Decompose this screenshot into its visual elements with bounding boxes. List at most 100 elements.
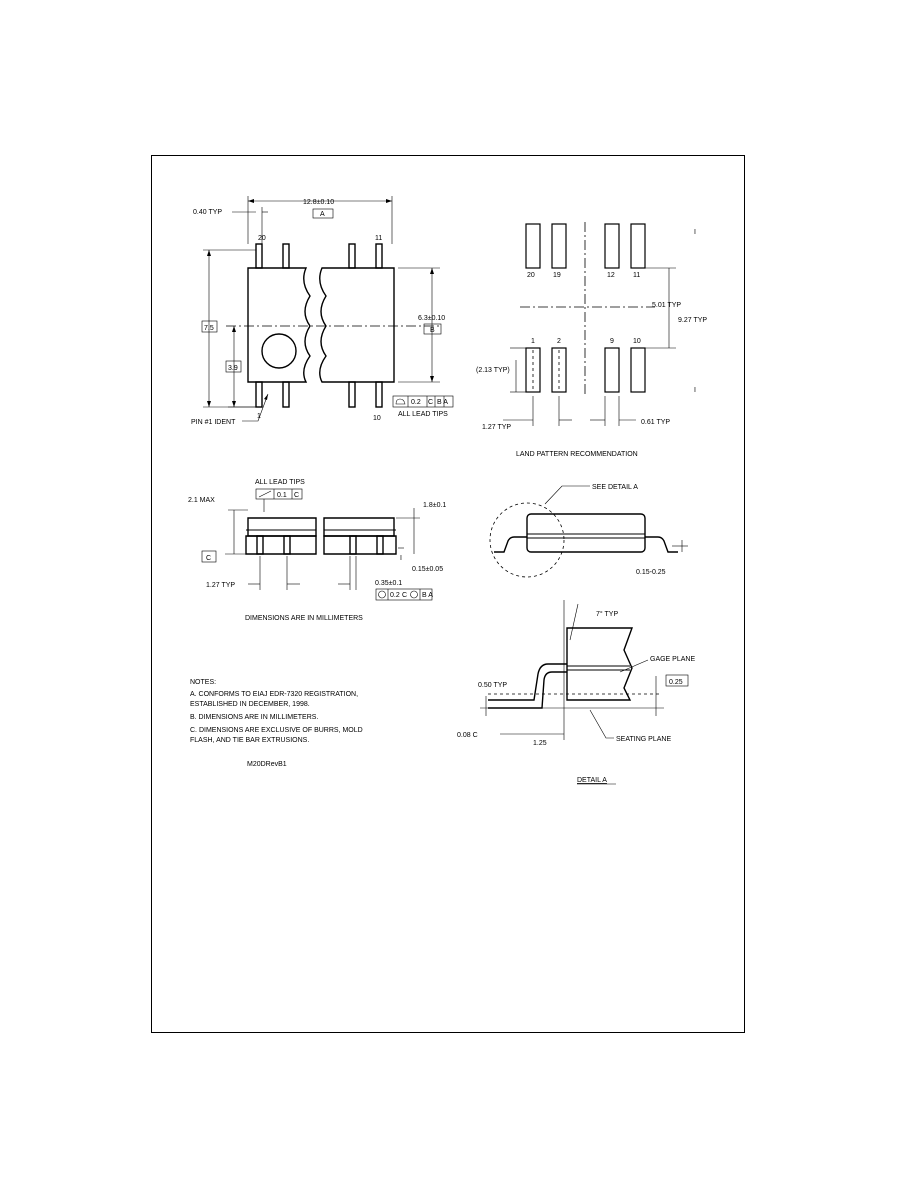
detail-body	[566, 627, 633, 701]
end-lead-left	[494, 536, 527, 553]
height-3-9: 3.9	[228, 365, 238, 372]
lead-thickness: 0.15-0.25	[636, 569, 666, 576]
pitch: 1.27 TYP	[206, 582, 235, 589]
side-lead	[256, 535, 264, 555]
side-view: C ALL LEAD TIPS 0.1 C 2.1 MAX 1.8±0.1 I …	[188, 479, 446, 622]
body-width: 6.3±0.10	[418, 315, 445, 322]
datum-c: C	[206, 555, 211, 562]
detail-a: 7° TYP GAGE PLANE 0.25 0.50 TYP SEATING …	[457, 600, 695, 785]
seating-plane: SEATING PLANE	[616, 736, 671, 743]
standoff: 0.15±0.05	[412, 566, 443, 573]
side-body-left	[247, 517, 317, 537]
datum-b: B	[430, 327, 435, 334]
units-note: DIMENSIONS ARE IN MILLIMETERS	[245, 615, 363, 622]
land-pad	[630, 347, 646, 393]
height-7-5: 7.5	[204, 325, 214, 332]
side-lead	[283, 535, 291, 555]
land-pad	[604, 223, 620, 269]
coplanarity-value: 0.1	[277, 492, 287, 499]
land-pin-2: 2	[557, 338, 561, 345]
top-view: 12.8±0.10 A 0.40 TYP 20 11 1 10 7.5 3.9 …	[191, 196, 454, 426]
land-pad	[604, 347, 620, 393]
land-pin-10: 10	[633, 338, 641, 345]
angle-label: 7° TYP	[596, 610, 618, 618]
gage-dim: 0.25	[669, 679, 683, 686]
land-pad	[525, 223, 541, 269]
svg-text:I: I	[400, 555, 402, 562]
pos-tolerance: 0.2	[390, 592, 400, 599]
land-pad	[551, 223, 567, 269]
lead	[348, 381, 356, 408]
end-view-body	[526, 513, 646, 553]
lead	[255, 381, 263, 408]
fcf-datum-c: C	[428, 399, 433, 406]
coplanarity-datum: C	[294, 492, 299, 499]
side-lead	[376, 535, 384, 555]
lead	[282, 243, 290, 269]
dim-0-61: 0.61 TYP	[641, 419, 670, 426]
end-view: SEE DETAIL A 0.15-0.25	[489, 484, 688, 578]
flatness-icon	[258, 490, 272, 498]
fcf-tolerance: 0.2	[411, 399, 421, 406]
detail-lead-bottom	[488, 671, 567, 709]
dim-9-27: 9.27 TYP	[678, 317, 707, 324]
max-height: 2.1 MAX	[188, 497, 215, 504]
all-lead-tips-side: ALL LEAD TIPS	[255, 479, 305, 486]
land-pattern: I I 20 19 12 11 1 2 9 10 5.01 TYP 9.27 T…	[476, 222, 707, 458]
see-detail-a: SEE DETAIL A	[592, 484, 638, 491]
note-b: B. DIMENSIONS ARE IN MILLIMETERS.	[190, 714, 318, 721]
drawing-frame	[151, 155, 745, 1033]
datum-a: A	[320, 211, 325, 218]
land-pin-1: 1	[531, 338, 535, 345]
land-pattern-title: LAND PATTERN RECOMMENDATION	[516, 451, 638, 458]
side-body-left-lower	[245, 535, 317, 555]
pin-20-label: 20	[258, 235, 266, 242]
note-a-line2: ESTABLISHED IN DECEMBER, 1998.	[190, 701, 310, 708]
pin1-dimple	[261, 333, 297, 369]
pin-1-label: 1	[257, 413, 261, 420]
svg-text:I: I	[694, 229, 696, 236]
position-symbol-icon	[378, 590, 386, 599]
gage-plane: GAGE PLANE	[650, 656, 695, 663]
body-height: 1.8±0.1	[423, 502, 446, 509]
mmc-symbol-icon	[410, 590, 418, 599]
detail-lead	[488, 663, 567, 701]
notes-heading: NOTES:	[190, 679, 216, 686]
lead	[375, 381, 383, 408]
side-body-right-lower	[323, 535, 397, 555]
profile-symbol-icon	[395, 398, 406, 405]
lead-width-label: 0.40 TYP	[193, 209, 222, 216]
drawing-number: M20DRevB1	[247, 761, 287, 768]
body-right-half	[319, 267, 395, 383]
pos-datums: B A	[422, 592, 433, 599]
overall-length: 12.8±0.10	[303, 199, 334, 206]
fcf-datums: B A	[437, 399, 448, 406]
land-pin-20: 20	[527, 272, 535, 279]
lead-radius: 0.50 TYP	[478, 682, 507, 689]
dim-5-01: 5.01 TYP	[652, 302, 681, 309]
land-pin-11: 11	[633, 272, 640, 279]
svg-text:I: I	[694, 387, 696, 394]
land-pin-12: 12	[607, 272, 615, 279]
note-c-line1: C. DIMENSIONS ARE EXCLUSIVE OF BURRS, MO…	[190, 727, 363, 734]
land-pad	[630, 223, 646, 269]
lead	[282, 381, 290, 408]
notes: NOTES: A. CONFORMS TO EIAJ EDR-7320 REGI…	[190, 679, 363, 768]
pin-11-label: 11	[375, 235, 382, 242]
side-lead	[349, 535, 357, 555]
side-body-right	[323, 517, 395, 537]
end-lead-right	[645, 536, 678, 553]
pos-datum-c: C	[402, 592, 407, 599]
lead	[348, 243, 356, 269]
land-pin-19: 19	[553, 272, 561, 279]
detail-a-title: DETAIL A	[577, 777, 607, 784]
note-a-line1: A. CONFORMS TO EIAJ EDR-7320 REGISTRATIO…	[190, 691, 358, 698]
pin1-ident-label: PIN #1 IDENT	[191, 419, 236, 426]
dim-2-13: (2.13 TYP)	[476, 367, 510, 374]
dim-1-27: 1.27 TYP	[482, 424, 511, 431]
foot-angle: 0.08 C	[457, 732, 478, 739]
body-left-half	[247, 267, 311, 383]
note-c-line2: FLASH, AND TIE BAR EXTRUSIONS.	[190, 737, 309, 744]
land-pin-9: 9	[610, 338, 614, 345]
